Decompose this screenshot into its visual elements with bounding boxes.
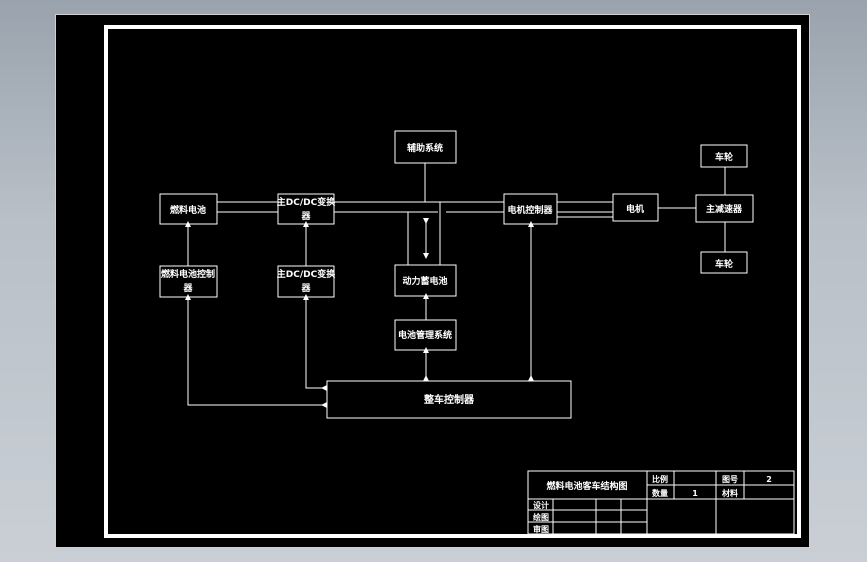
check-label: 审图 (533, 524, 549, 534)
label-bms: 电池管理系统 (398, 329, 452, 341)
label-motor-controller: 电机控制器 (507, 204, 553, 216)
label-wheel-top: 车轮 (715, 151, 733, 163)
quantity-value: 1 (692, 489, 698, 498)
drawing-sheet: 辅助系统 燃料电池 主DC/DC变换 器 电机控制器 电机 主减速器 车轮 车轮… (55, 14, 810, 548)
material-label: 材料 (722, 488, 738, 498)
drawing-frame (104, 25, 801, 538)
block-sub-dcdc: 主DC/DC变换 器 (277, 265, 336, 298)
title-block: 燃料电池客车结构图 比例 数量 1 图号 2 材料 设计 绘图 审图 (527, 470, 795, 535)
block-motor-controller: 电机控制器 (503, 193, 558, 225)
connections (185, 163, 726, 408)
block-vehicle-controller: 整车控制器 (326, 380, 572, 419)
block-main-reducer: 主减速器 (695, 194, 754, 223)
block-power-battery: 动力蓄电池 (394, 264, 457, 297)
label-fuel-cell-controller: 燃料电池控制 (161, 268, 215, 280)
block-wheel-bottom: 车轮 (700, 251, 748, 274)
drawing-no-value: 2 (766, 475, 772, 484)
label-power-battery: 动力蓄电池 (402, 275, 447, 287)
drawing-title: 燃料电池客车结构图 (546, 480, 627, 492)
label-aux-system: 辅助系统 (407, 142, 443, 154)
link-vcu-fcc (185, 294, 327, 408)
label-fuel-cell-controller-2: 器 (182, 283, 193, 294)
scale-label: 比例 (652, 474, 668, 484)
block-fuel-cell: 燃料电池 (159, 193, 218, 225)
label-main-reducer: 主减速器 (706, 203, 743, 215)
block-aux-system: 辅助系统 (394, 130, 457, 164)
label-main-dcdc: 主DC/DC变换 (277, 196, 336, 208)
label-main-dcdc-2: 器 (300, 211, 311, 222)
label-vehicle-controller: 整车控制器 (423, 393, 475, 406)
link-vcu-subdcdc (303, 294, 327, 391)
label-fuel-cell: 燃料电池 (170, 204, 206, 216)
label-wheel-bottom: 车轮 (715, 258, 733, 270)
block-diagram: 辅助系统 燃料电池 主DC/DC变换 器 电机控制器 电机 主减速器 车轮 车轮… (104, 25, 801, 538)
block-motor: 电机 (612, 193, 659, 222)
block-wheel-top: 车轮 (700, 144, 748, 168)
quantity-label: 数量 (652, 488, 668, 498)
label-sub-dcdc: 主DC/DC变换 (277, 268, 336, 280)
draw-label: 绘图 (533, 512, 549, 522)
drawing-no-label: 图号 (722, 475, 738, 484)
block-bms: 电池管理系统 (394, 319, 457, 351)
label-motor: 电机 (626, 203, 644, 215)
design-label: 设计 (533, 500, 549, 510)
block-main-dcdc: 主DC/DC变换 器 (277, 193, 336, 225)
block-fuel-cell-controller: 燃料电池控制 器 (159, 265, 218, 298)
label-sub-dcdc-2: 器 (300, 283, 311, 294)
